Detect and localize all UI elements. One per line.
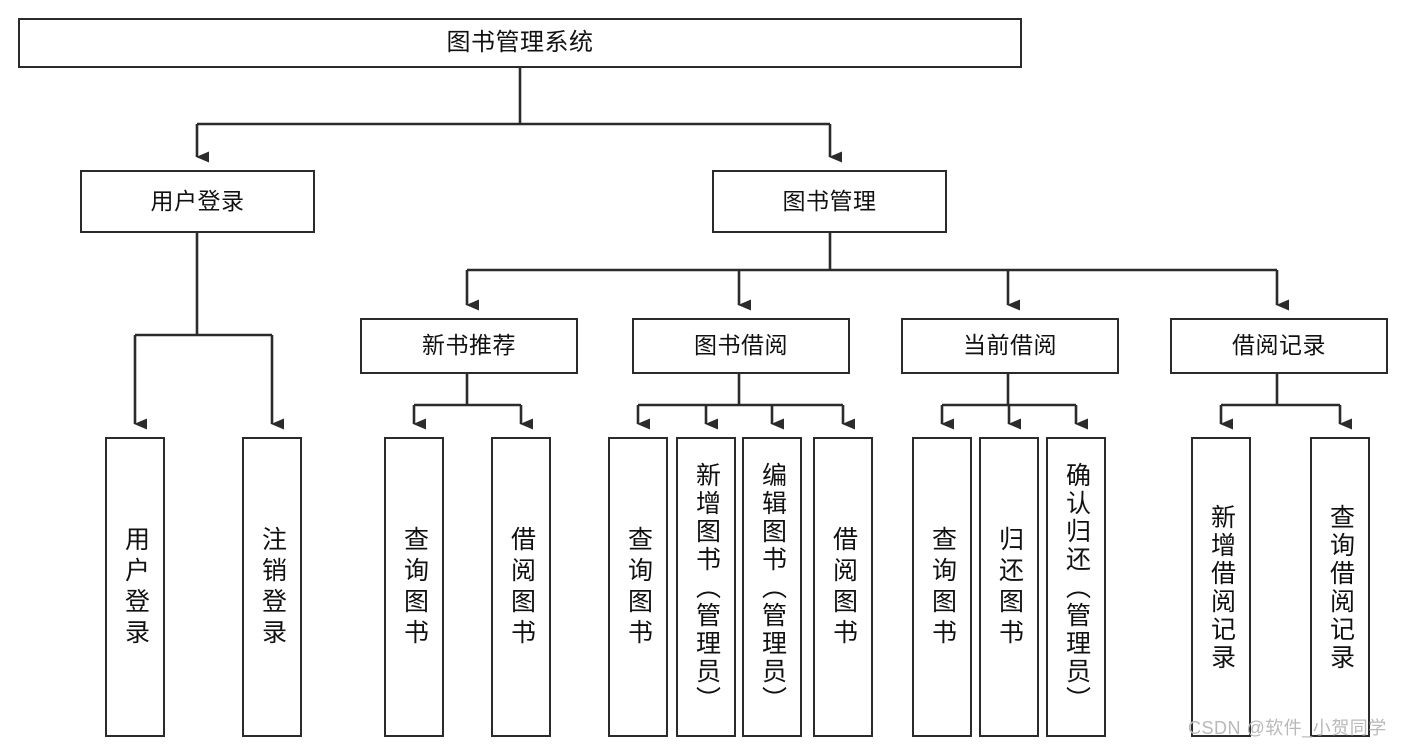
node-label: 用户登录 [150,187,245,214]
leaf-add-book-admin[interactable]: 新增图书（管理员） [676,437,736,737]
leaf-borrow-book-recommend[interactable]: 借阅图书 [491,437,551,737]
node-label: 当前借阅 [963,332,1057,359]
leaf-confirm-return-admin[interactable]: 确认归还（管理员） [1046,437,1106,737]
leaf-borrow-book[interactable]: 借阅图书 [813,437,873,737]
node-label: 借阅图书 [829,526,858,650]
node-label: 确认归还（管理员） [1062,462,1091,714]
leaf-edit-book-admin[interactable]: 编辑图书（管理员） [742,437,802,737]
node-label: 图书管理系统 [446,28,594,56]
node-label: 查询图书 [928,526,957,650]
node-label: 编辑图书（管理员） [758,462,787,714]
node-book-management[interactable]: 图书管理 [712,170,947,233]
node-label: 新增图书（管理员） [692,462,721,714]
node-label: 图书管理 [782,187,877,214]
leaf-add-borrow-record[interactable]: 新增借阅记录 [1191,437,1251,737]
node-label: 查询图书 [400,526,429,650]
node-new-book-recommend[interactable]: 新书推荐 [360,318,578,374]
leaf-query-book-current[interactable]: 查询图书 [912,437,972,737]
node-label: 借阅记录 [1232,332,1326,359]
node-label: 查询借阅记录 [1326,504,1355,672]
node-label: 新书推荐 [422,332,516,359]
leaf-query-book-recommend[interactable]: 查询图书 [384,437,444,737]
node-book-borrow[interactable]: 图书借阅 [632,318,850,374]
node-root-system[interactable]: 图书管理系统 [18,18,1022,68]
leaf-logout[interactable]: 注销登录 [242,437,302,737]
leaf-user-login[interactable]: 用户登录 [105,437,165,737]
node-current-borrow[interactable]: 当前借阅 [901,318,1119,374]
node-label: 借阅图书 [507,526,536,650]
node-label: 查询图书 [624,526,653,650]
leaf-query-book-borrow[interactable]: 查询图书 [608,437,668,737]
leaf-return-book[interactable]: 归还图书 [979,437,1039,737]
node-borrow-record[interactable]: 借阅记录 [1170,318,1388,374]
node-label: 图书借阅 [694,332,788,359]
node-label: 用户登录 [121,526,150,650]
node-label: 归还图书 [995,526,1024,650]
node-user-login[interactable]: 用户登录 [80,170,315,233]
node-label: 新增借阅记录 [1207,504,1236,672]
leaf-query-borrow-record[interactable]: 查询借阅记录 [1310,437,1370,737]
node-label: 注销登录 [258,526,287,650]
